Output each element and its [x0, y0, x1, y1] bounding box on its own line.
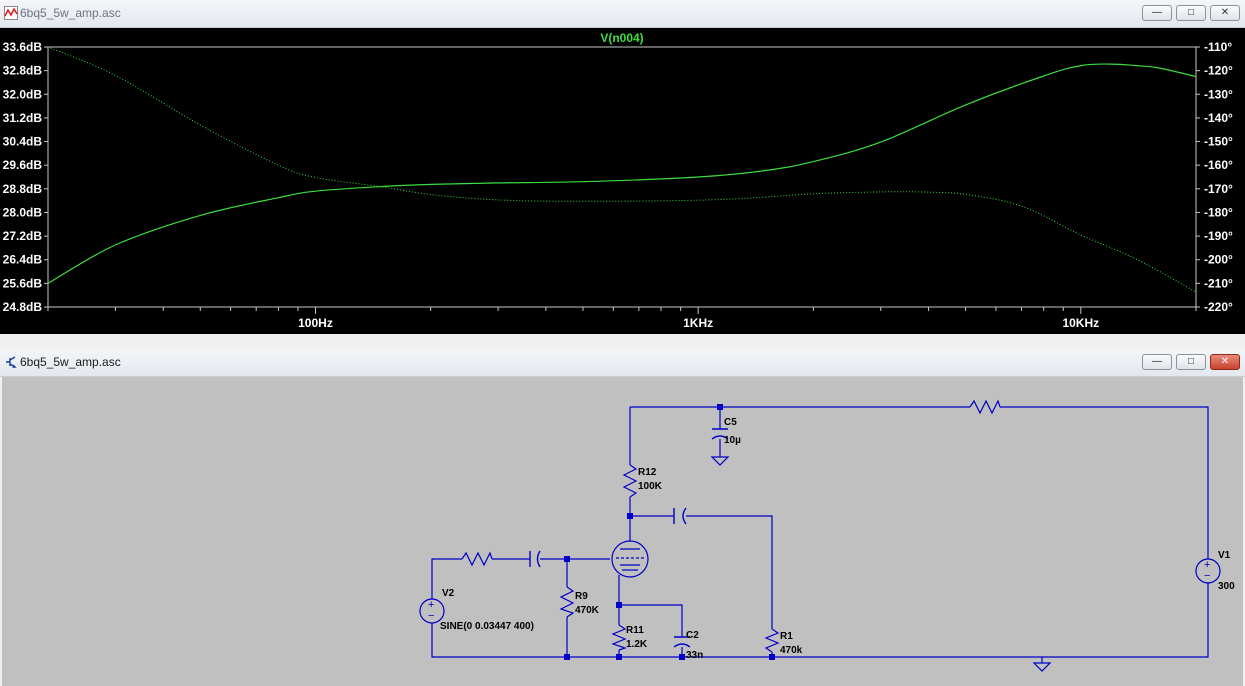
r12-resistor[interactable] [622, 464, 638, 498]
input-wire[interactable] [431, 558, 610, 599]
v1-minus-icon: − [1204, 570, 1210, 582]
y-right-axis: -110° -120° -130° -140° -150° -160° -170° -180°… [1196, 40, 1233, 314]
c5-label: C5 [724, 417, 737, 428]
r11-label: R11 [626, 625, 644, 636]
v2-value: SINE(0 0.03447 400) [440, 621, 534, 632]
plot-title: V(n004) [600, 31, 643, 45]
tube-icon[interactable] [611, 540, 649, 578]
waveform-window-title: 6bq5_5w_amp.asc [20, 6, 121, 20]
junction-dot [616, 654, 622, 660]
y-left-tick-label: 30.4dB [3, 135, 43, 149]
v2-plus-icon: + [428, 599, 434, 611]
x-tick-label: 10KHz [1062, 316, 1099, 330]
restore-button[interactable]: □ [1176, 5, 1206, 21]
y-left-tick-label: 25.6dB [3, 276, 43, 290]
y-left-tick-label: 24.8dB [3, 300, 43, 314]
top-rail-wire[interactable] [630, 406, 1209, 559]
x-axis: 100Hz 1KHz 10KHz [47, 307, 1197, 330]
schematic-window: 6bq5_5w_amp.asc — □ ✕ [0, 349, 1245, 686]
y-left-tick-label: 33.6dB [3, 40, 43, 54]
junction-dot [679, 654, 685, 660]
close-button[interactable]: ✕ [1210, 5, 1240, 21]
close-button[interactable]: ✕ [1210, 354, 1240, 370]
v1-source-icon[interactable] [1195, 558, 1221, 584]
y-left-tick-label: 29.6dB [3, 158, 43, 172]
y-left-tick-label: 27.2dB [3, 229, 43, 243]
waveform-icon [4, 6, 18, 20]
y-right-tick-label: -150° [1204, 135, 1233, 149]
waveform-window: 6bq5_5w_amp.asc — □ ✕ 33.6dB 32.8dB 32.0dB… [0, 0, 1245, 336]
y-right-tick-label: -200° [1204, 253, 1233, 267]
minimize-button[interactable]: — [1142, 5, 1172, 21]
y-right-tick-label: -160° [1204, 158, 1233, 172]
r9-label: R9 [575, 591, 588, 602]
r1-value: 470k [780, 645, 803, 656]
r9-resistor[interactable] [559, 586, 575, 618]
y-left-tick-label: 31.2dB [3, 111, 43, 125]
y-right-tick-label: -210° [1204, 276, 1233, 290]
restore-button[interactable]: □ [1176, 354, 1206, 370]
bottom-rail-wire[interactable] [431, 582, 1209, 658]
r12-value: 100K [638, 481, 663, 492]
v2-minus-icon: − [428, 610, 434, 622]
y-left-axis: 33.6dB 32.8dB 32.0dB 31.2dB 30.4dB 29.6dB 28.8… [3, 40, 48, 314]
r11-value: 1.2K [626, 639, 648, 650]
y-right-tick-label: -170° [1204, 182, 1233, 196]
c2-capacitor[interactable] [673, 636, 691, 648]
input-capacitor[interactable] [529, 550, 541, 568]
y-left-tick-label: 28.0dB [3, 205, 43, 219]
y-right-tick-label: -110° [1204, 40, 1232, 54]
y-left-tick-label: 32.8dB [3, 64, 43, 78]
plate-coupling-wire[interactable] [630, 515, 773, 629]
minimize-button[interactable]: — [1142, 354, 1172, 370]
c2-label: C2 [686, 630, 699, 641]
y-right-tick-label: -120° [1204, 64, 1233, 78]
y-right-tick-label: -180° [1204, 205, 1233, 219]
r1-resistor[interactable] [764, 628, 780, 653]
c5-capacitor[interactable] [711, 428, 729, 440]
junction-dot [564, 654, 570, 660]
schematic-canvas[interactable]: + − + − C5 10µ R12 100K [2, 377, 1243, 686]
ground-icon [1032, 662, 1052, 672]
plot-frame [47, 46, 1197, 308]
x-tick-label: 1KHz [683, 316, 713, 330]
x-tick-label: 100Hz [298, 316, 333, 330]
y-right-tick-label: -190° [1204, 229, 1233, 243]
coupling-capacitor[interactable] [673, 507, 687, 525]
waveform-plot[interactable]: 33.6dB 32.8dB 32.0dB 31.2dB 30.4dB 29.6dB 28.8… [0, 28, 1245, 334]
junction-dot [627, 513, 633, 519]
magnitude-trace[interactable] [47, 63, 1197, 284]
y-left-tick-label: 32.0dB [3, 87, 43, 101]
c5-value: 10µ [724, 435, 741, 446]
schematic-icon [6, 356, 17, 368]
v1-plus-icon: + [1204, 559, 1210, 571]
y-left-tick-label: 28.8dB [3, 182, 43, 196]
r11-resistor[interactable] [611, 624, 627, 651]
r9-value: 470K [575, 605, 600, 616]
c5-ground-icon [710, 456, 730, 466]
schematic-window-title: 6bq5_5w_amp.asc [20, 355, 121, 369]
c2-value: 33n [686, 650, 703, 661]
v2-label: V2 [442, 588, 455, 599]
junction-dot [564, 556, 570, 562]
waveform-titlebar[interactable]: 6bq5_5w_amp.asc — □ ✕ [0, 0, 1245, 28]
y-right-tick-label: -140° [1204, 111, 1233, 125]
v2-source-icon[interactable] [419, 598, 445, 624]
y-right-tick-label: -220° [1204, 300, 1233, 314]
window-separator [0, 336, 1245, 349]
junction-dot [769, 654, 775, 660]
junction-dot [616, 602, 622, 608]
junction-dot [717, 404, 723, 410]
y-left-tick-label: 26.4dB [3, 253, 43, 267]
v1-label: V1 [1218, 550, 1231, 561]
supply-resistor[interactable] [969, 399, 1001, 415]
schematic-titlebar[interactable]: 6bq5_5w_amp.asc — □ ✕ [0, 349, 1245, 377]
y-right-tick-label: -130° [1204, 87, 1233, 101]
r12-label: R12 [638, 467, 657, 478]
input-resistor[interactable] [461, 551, 493, 567]
r1-label: R1 [780, 631, 793, 642]
v1-value: 300 [1218, 581, 1235, 592]
